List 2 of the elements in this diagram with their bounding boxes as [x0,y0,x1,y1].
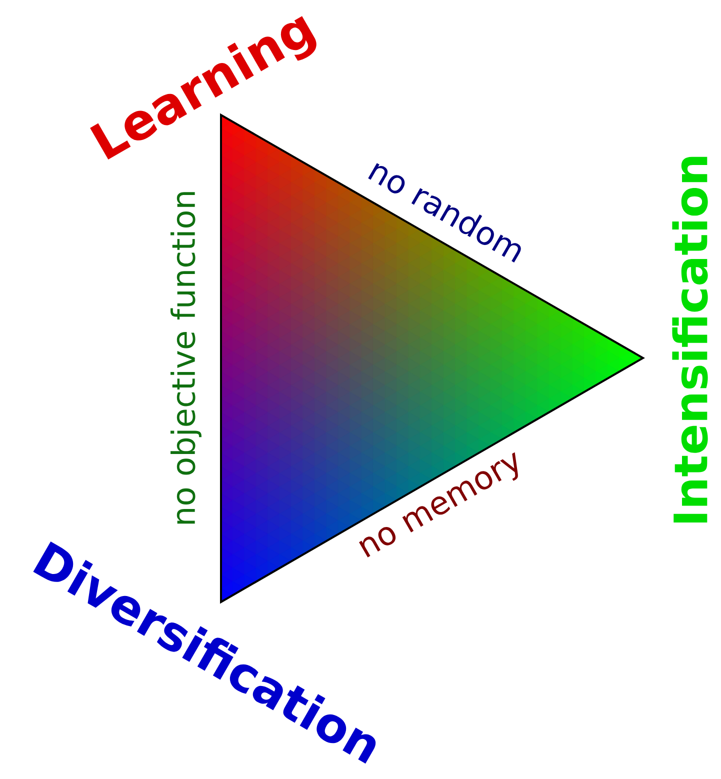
vertex-label: Intensification [672,156,708,522]
side-label: no objective function [170,192,202,524]
